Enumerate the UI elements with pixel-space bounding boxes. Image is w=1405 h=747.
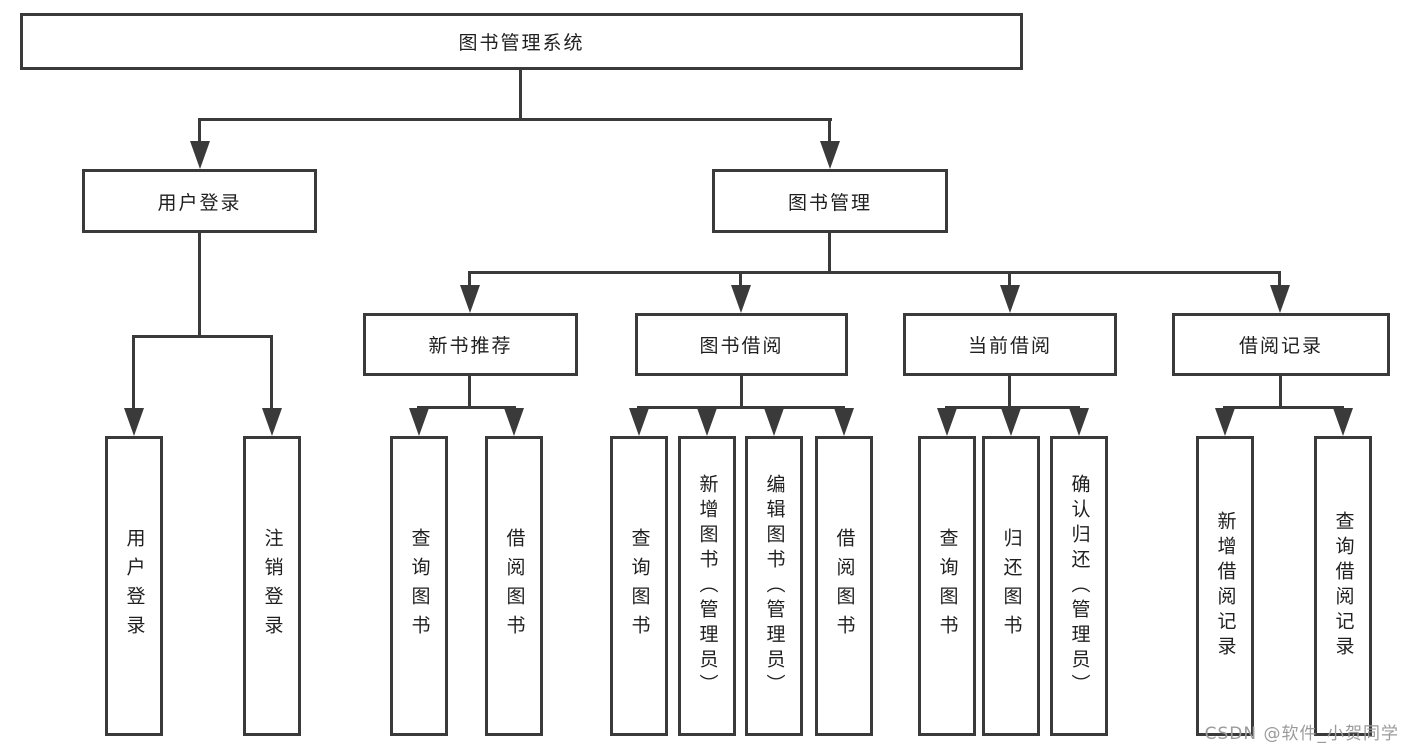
arrow-down-icon [937,408,957,436]
connector-line [468,271,1281,274]
node-label: 用户登录 [123,528,146,644]
connector-line [945,406,1080,409]
node-label: 查询图书 [936,528,959,644]
arrow-down-icon [504,408,524,436]
connector-line [637,406,845,409]
arrow-down-icon [697,408,717,436]
arrow-down-icon [124,408,144,436]
node-current-borrowing: 当前借阅 [903,313,1117,376]
node-label: 借阅图书 [833,528,856,644]
arrow-down-icon [820,141,840,169]
connector-line [1223,406,1344,409]
node-root-library-system: 图书管理系统 [20,13,1023,70]
node-user-login: 用户登录 [82,169,317,233]
node-label: 编辑图书（管理员） [763,473,786,699]
arrow-down-icon [190,141,210,169]
leaf-add-borrow-record: 新增借阅记录 [1196,436,1254,736]
connector-line [828,233,831,273]
arrow-down-icon [1069,408,1089,436]
leaf-query-borrow-record: 查询借阅记录 [1314,436,1372,736]
node-borrowing-records: 借阅记录 [1172,313,1390,376]
node-label: 当前借阅 [967,335,1052,357]
arrow-down-icon [834,408,854,436]
leaf-query-books: 查询图书 [610,436,668,736]
leaf-borrow-books: 借阅图书 [815,436,873,736]
csdn-watermark: CSDN @软件_小贺同学 [1204,724,1399,744]
connector-line [132,335,135,413]
leaf-query-books: 查询图书 [390,436,448,736]
connector-line [417,406,516,409]
node-label: 归还图书 [1000,528,1023,644]
node-label: 新增图书（管理员） [696,473,719,699]
node-label: 借阅图书 [503,528,526,644]
arrow-down-icon [1333,408,1353,436]
connector-line [468,376,471,406]
arrow-down-icon [460,285,480,313]
connector-line [1279,376,1282,406]
node-label: 借阅记录 [1238,335,1323,357]
node-label: 新书推荐 [428,335,513,357]
node-label: 查询借阅记录 [1332,511,1355,661]
node-label: 图书借阅 [699,335,784,357]
connector-line [1278,271,1281,289]
connector-line [270,335,273,413]
leaf-confirm-return-admin: 确认归还（管理员） [1050,436,1108,736]
connector-line [132,335,273,338]
leaf-logout: 注销登录 [243,436,301,736]
node-label: 查询图书 [408,528,431,644]
connector-line [1008,376,1011,406]
arrow-down-icon [764,408,784,436]
arrow-down-icon [1270,285,1290,313]
node-label: 新增借阅记录 [1214,511,1237,661]
connector-line [198,118,832,121]
arrow-down-icon [1000,285,1020,313]
node-new-book-recommendation: 新书推荐 [363,313,578,376]
node-label: 用户登录 [157,191,242,214]
connector-line [468,271,471,289]
connector-line [1008,271,1011,289]
node-label: 图书管理系统 [458,32,585,54]
connector-line [740,376,743,406]
node-label: 注销登录 [261,528,284,644]
arrow-down-icon [1215,408,1235,436]
arrow-down-icon [262,408,282,436]
connector-line [198,233,201,335]
node-label: 图书管理 [787,191,872,214]
node-label: 查询图书 [628,528,651,644]
leaf-add-books-admin: 新增图书（管理员） [678,436,736,736]
leaf-user-login: 用户登录 [105,436,163,736]
leaf-borrow-books: 借阅图书 [485,436,543,736]
arrow-down-icon [409,408,429,436]
node-book-borrowing: 图书借阅 [635,313,848,376]
node-label: 确认归还（管理员） [1068,473,1091,699]
leaf-return-books: 归还图书 [982,436,1040,736]
node-book-management: 图书管理 [712,169,948,233]
connector-line [828,118,831,146]
arrow-down-icon [731,285,751,313]
connector-line [519,69,522,118]
leaf-edit-books-admin: 编辑图书（管理员） [745,436,803,736]
arrow-down-icon [629,408,649,436]
leaf-query-books: 查询图书 [918,436,976,736]
arrow-down-icon [1001,408,1021,436]
connector-line [198,118,201,146]
connector-line [739,271,742,289]
